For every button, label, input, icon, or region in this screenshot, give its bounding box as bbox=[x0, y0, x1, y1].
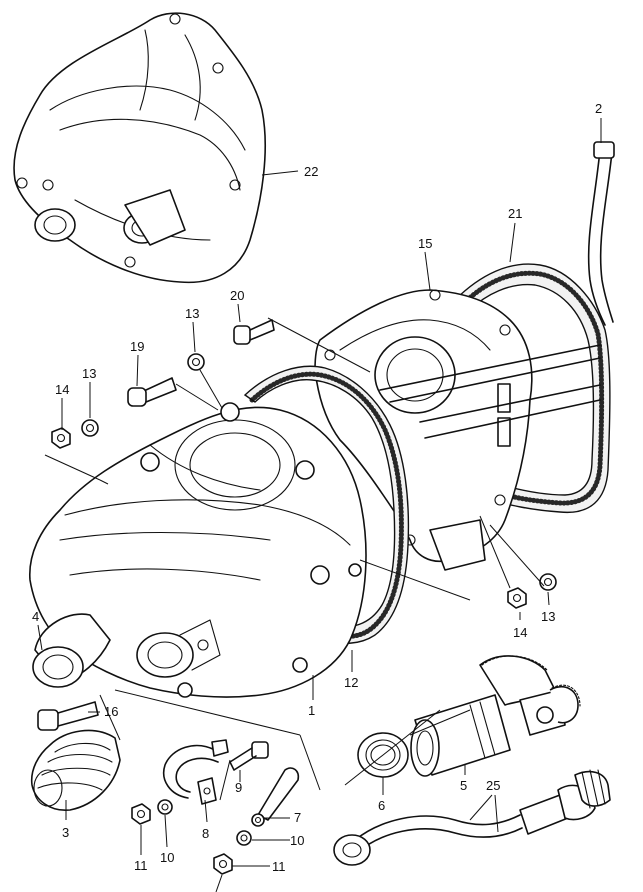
callout-leaders bbox=[37, 118, 602, 892]
callout-14-right: 14 bbox=[513, 625, 527, 640]
callout-13-left: 13 bbox=[82, 366, 96, 381]
callout-10-right: 10 bbox=[290, 833, 304, 848]
nut-14-left bbox=[51, 427, 71, 449]
washer-10-left bbox=[157, 799, 173, 815]
callout-11-right: 11 bbox=[272, 859, 286, 874]
nut-14-right bbox=[507, 587, 527, 609]
callout-20: 20 bbox=[230, 288, 244, 303]
washer-10-right bbox=[236, 830, 252, 846]
callout-12: 12 bbox=[344, 675, 358, 690]
callout-21: 21 bbox=[508, 206, 522, 221]
callout-6: 6 bbox=[378, 798, 385, 813]
assembly-lines bbox=[44, 317, 545, 801]
callout-22: 22 bbox=[304, 164, 318, 179]
nut-11-left bbox=[131, 803, 151, 825]
part-8-clamp bbox=[163, 739, 229, 805]
callout-19: 19 bbox=[130, 339, 144, 354]
callout-16: 16 bbox=[104, 704, 118, 719]
part-1-main-housing bbox=[29, 402, 367, 698]
callout-2: 2 bbox=[595, 101, 602, 116]
callout-13-right: 13 bbox=[541, 609, 555, 624]
part-2-cable bbox=[587, 141, 615, 326]
part-5-drive-gear bbox=[410, 655, 581, 777]
bolt-20 bbox=[233, 319, 275, 345]
washer-13-right bbox=[539, 573, 557, 591]
callout-9: 9 bbox=[235, 780, 242, 795]
callout-3: 3 bbox=[62, 825, 69, 840]
bolt-16 bbox=[37, 701, 99, 731]
callout-25: 25 bbox=[486, 778, 500, 793]
callout-labels: 22 2 21 15 20 13 19 14 13 4 12 1 14 13 1… bbox=[32, 101, 602, 874]
callout-4: 4 bbox=[32, 609, 39, 624]
part-22-cover bbox=[13, 12, 266, 284]
bolt-9 bbox=[229, 741, 269, 771]
part-7-lever bbox=[251, 767, 300, 827]
callout-15: 15 bbox=[418, 236, 432, 251]
part-25-speedo-cable bbox=[333, 769, 611, 866]
washer-13-left bbox=[81, 419, 99, 437]
callout-5: 5 bbox=[460, 778, 467, 793]
callout-10-left: 10 bbox=[160, 850, 174, 865]
callout-1: 1 bbox=[308, 703, 315, 718]
washer-13-upper bbox=[187, 353, 205, 371]
callout-14-left: 14 bbox=[55, 382, 69, 397]
callout-11-left: 11 bbox=[134, 858, 148, 873]
callout-7: 7 bbox=[294, 810, 301, 825]
callout-8: 8 bbox=[202, 826, 209, 841]
nut-11-right bbox=[213, 853, 233, 875]
part-15-housing bbox=[314, 289, 601, 571]
part-3-boot bbox=[30, 729, 121, 811]
bolt-19 bbox=[127, 377, 177, 407]
callout-13-upper: 13 bbox=[185, 306, 199, 321]
